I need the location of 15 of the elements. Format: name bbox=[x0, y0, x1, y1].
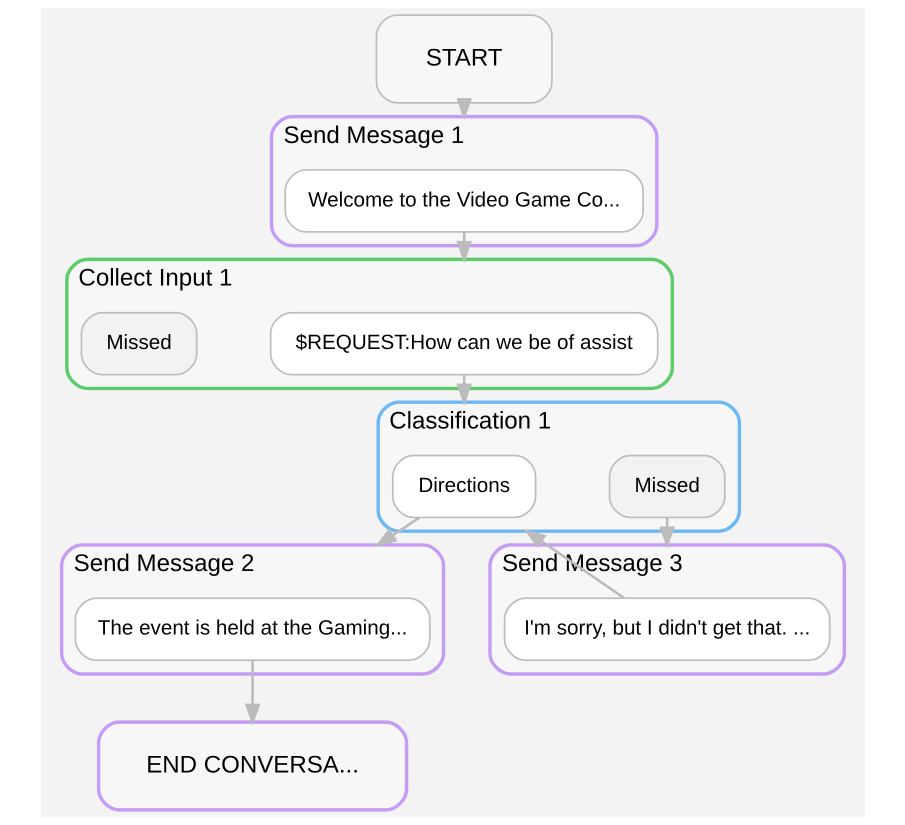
node-box: Missed bbox=[608, 454, 726, 518]
node-box: Welcome to the Video Game Co... bbox=[284, 169, 644, 233]
arrow bbox=[456, 232, 472, 264]
node-box: END CONVERSA... bbox=[96, 720, 408, 812]
arrow bbox=[658, 518, 674, 549]
node-box: Directions bbox=[391, 454, 536, 518]
arrow bbox=[523, 528, 624, 600]
arrow bbox=[244, 660, 260, 726]
arrow bbox=[456, 374, 472, 406]
node-box: The event is held at the Gaming... bbox=[74, 597, 430, 662]
node-box: I'm sorry, but I didn't get that. ... bbox=[503, 597, 830, 662]
node-box: Missed bbox=[80, 312, 198, 376]
node-box: $REQUEST:How can we be of assist bbox=[269, 312, 658, 376]
arrow bbox=[374, 516, 420, 548]
arrow bbox=[456, 98, 472, 121]
